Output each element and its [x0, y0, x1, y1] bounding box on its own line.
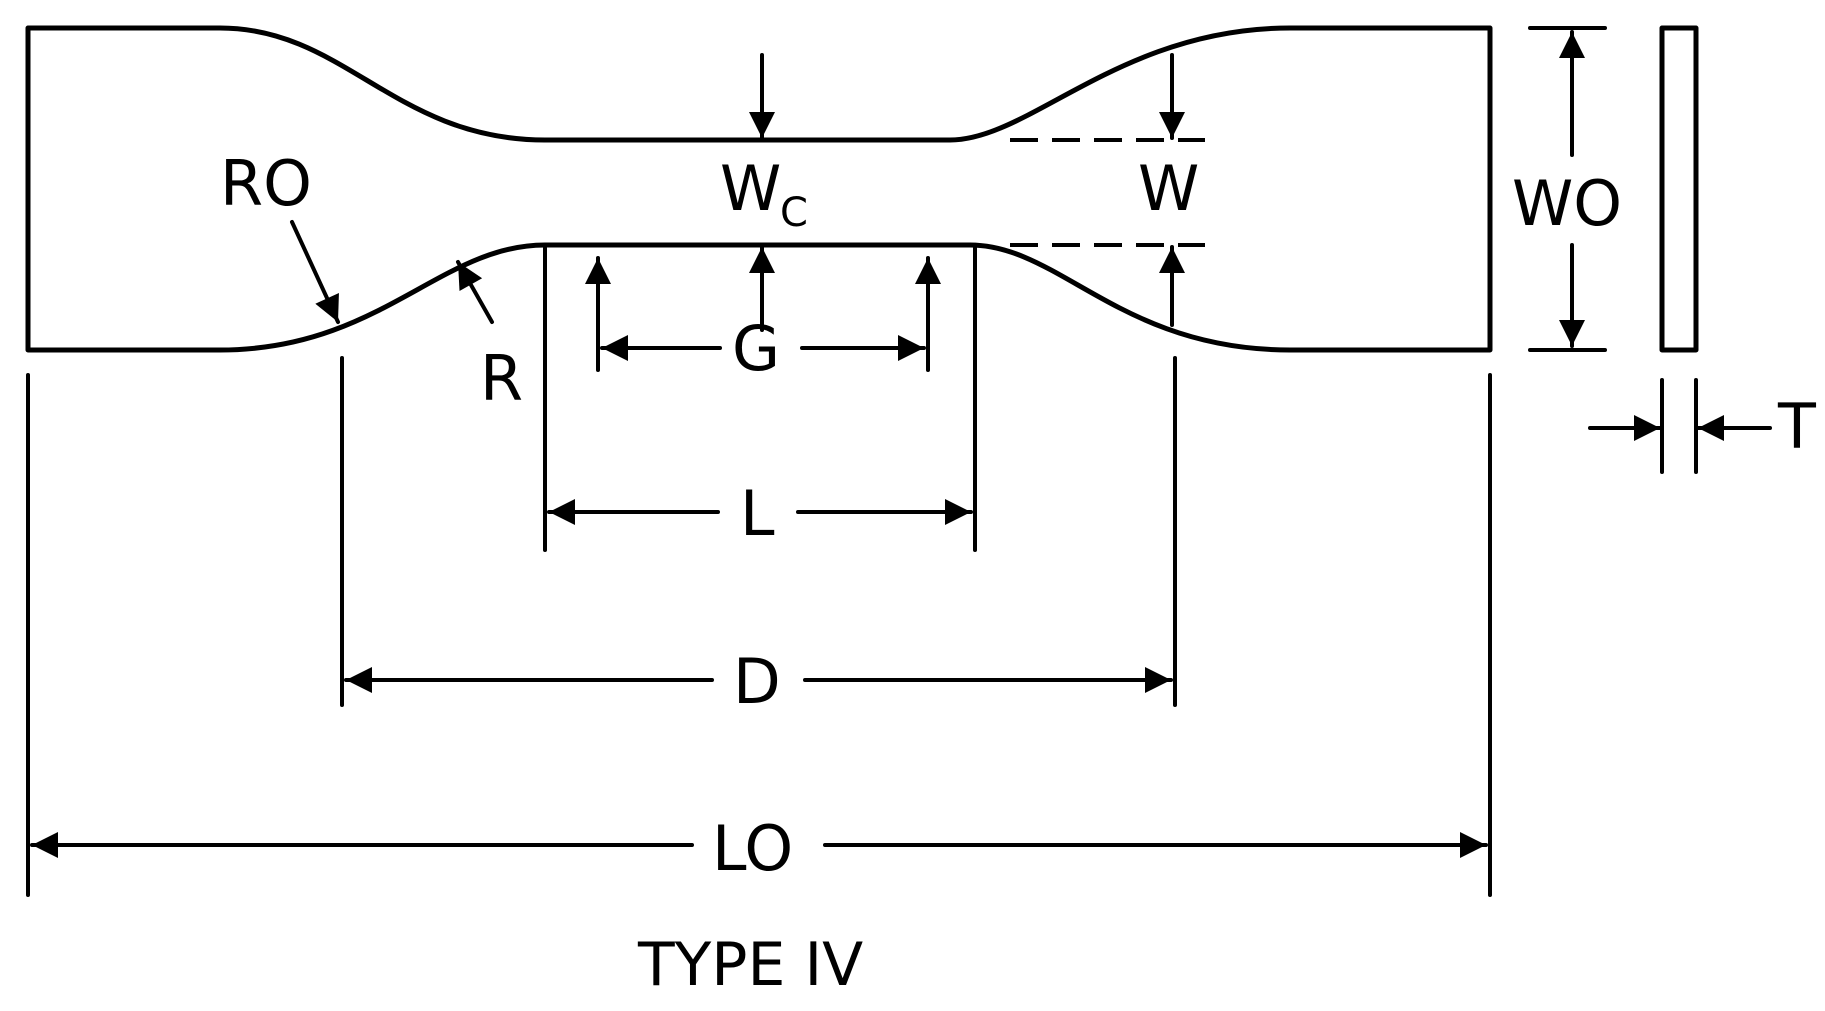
label-wo: WO [1512, 167, 1622, 240]
label-lo: LO [712, 812, 793, 885]
label-t: T [1777, 390, 1817, 463]
label-r: R [480, 342, 523, 415]
label-w: W [1138, 152, 1199, 225]
specimen-outline [25, 25, 1493, 353]
label-ro: RO [220, 147, 312, 220]
thickness-side-view [1659, 25, 1699, 353]
label-l: L [740, 477, 775, 550]
diagram-caption: TYPE IV [637, 930, 863, 1000]
label-wc-subscript: C [780, 190, 808, 236]
r-pointer [456, 260, 494, 324]
ro-pointer [290, 220, 340, 324]
label-g: G [732, 312, 780, 385]
label-d: D [733, 645, 781, 718]
label-wc: W [720, 152, 781, 225]
